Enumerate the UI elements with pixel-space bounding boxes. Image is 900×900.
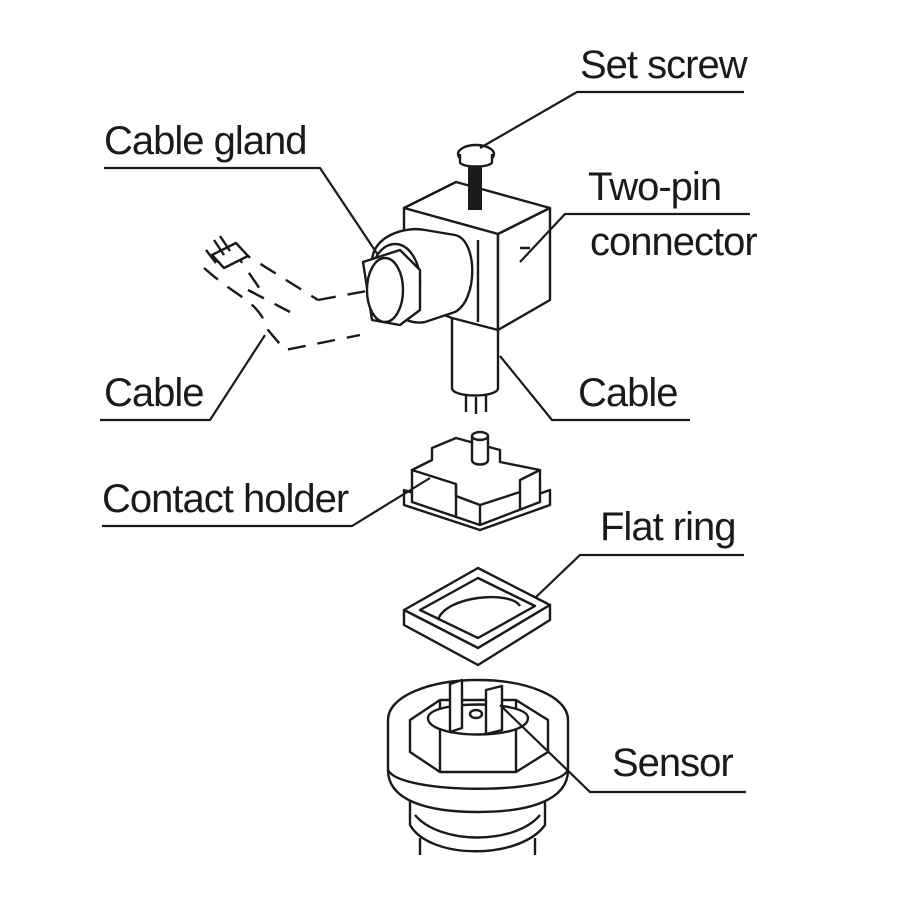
sensor-drawing [386, 678, 570, 855]
leader-lines [100, 90, 750, 794]
two-pin-connector-drawing [361, 143, 552, 414]
label-set-screw: Set screw [580, 43, 748, 87]
label-two-pin: Two-pin [588, 165, 721, 209]
label-flat-ring: Flat ring [600, 505, 736, 549]
label-sensor: Sensor [612, 741, 733, 785]
label-cable-left: Cable [104, 371, 204, 415]
label-connector: connector [590, 220, 757, 264]
label-cable-gland: Cable gland [104, 119, 307, 163]
label-cable-right: Cable [578, 371, 678, 415]
label-contact-holder: Contact holder [102, 477, 349, 521]
flat-ring-drawing [402, 566, 552, 667]
left-cable-drawing [203, 235, 373, 352]
contact-holder-drawing [402, 430, 552, 532]
